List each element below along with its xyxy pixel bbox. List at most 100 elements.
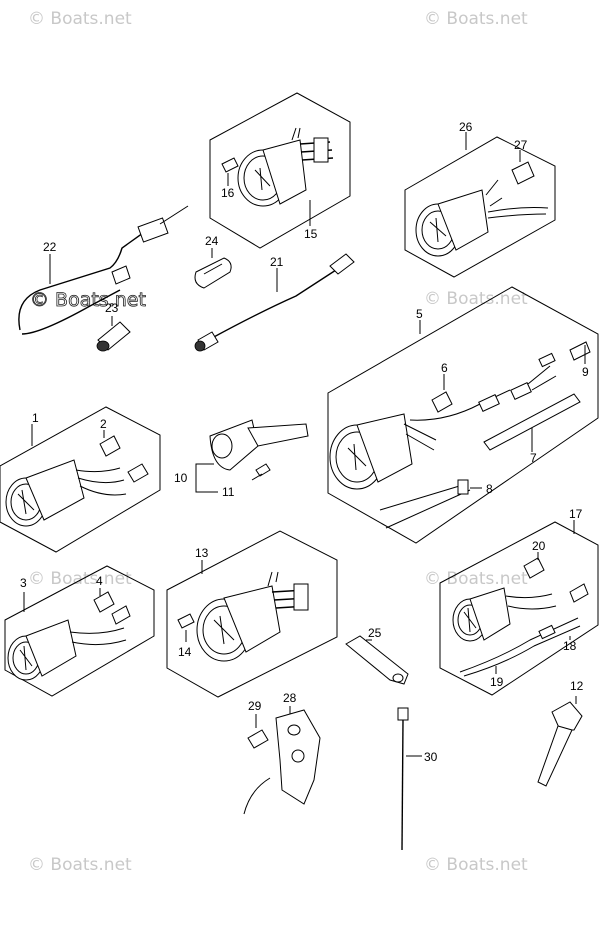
part-23-connector — [96, 316, 131, 352]
watermark: © Boats.net — [424, 569, 528, 589]
part-group-26 — [404, 132, 556, 278]
part-22-cable — [18, 205, 189, 335]
callout-21: 21 — [270, 255, 284, 269]
grommet — [194, 257, 232, 289]
connector-end — [96, 340, 110, 352]
bulb-icon — [177, 613, 195, 629]
strap-hole — [392, 673, 404, 683]
gauge-needle — [429, 217, 447, 243]
callout-13: 13 — [195, 546, 209, 560]
bulb-icon — [431, 391, 453, 413]
group-outline — [209, 92, 351, 249]
gauge-body — [25, 619, 77, 677]
watermark: © Boats.net — [424, 855, 528, 875]
watermark: © Boats.net — [28, 569, 132, 589]
gauge-needle — [254, 167, 271, 191]
part-group-17 — [439, 520, 599, 696]
connector-block — [293, 583, 309, 611]
cable-tie — [379, 483, 467, 511]
connector-plug — [569, 583, 589, 603]
callout-23: 23 — [105, 301, 119, 315]
bracket-wire — [243, 777, 271, 815]
connector-plug — [111, 265, 131, 285]
bulb-icon — [99, 435, 121, 457]
gauge-body — [262, 139, 307, 205]
watermark: © Boats.net — [28, 9, 132, 29]
callout-17: 17 — [569, 507, 583, 521]
gauge-needle — [17, 489, 35, 515]
part-group-3 — [4, 565, 155, 697]
screw-icon — [255, 463, 271, 477]
connector-block — [538, 352, 556, 368]
watermark: © Boats.net — [424, 9, 528, 29]
harness-wire — [18, 227, 151, 331]
grommet-slot — [203, 263, 223, 275]
part-group-13 — [166, 530, 338, 698]
callout-27: 27 — [514, 138, 528, 152]
gauge-needle — [463, 607, 477, 633]
callout-19: 19 — [490, 675, 504, 689]
gauge-body — [223, 585, 281, 653]
bracket-hole — [291, 749, 305, 763]
extension-wire — [211, 269, 337, 339]
screw-icon — [247, 729, 269, 749]
gauge-body — [25, 459, 85, 521]
gauge-studs — [291, 127, 301, 141]
gauge-body — [437, 189, 489, 251]
part-group-5 — [327, 286, 599, 544]
gauge-studs — [485, 179, 503, 207]
callout-1: 1 — [32, 411, 39, 425]
watermark: © Boats.net — [424, 289, 528, 309]
gauge-wires — [75, 467, 127, 496]
gauge-needle — [213, 615, 235, 645]
gauge-wires — [505, 593, 557, 610]
gauge-wires — [487, 207, 549, 219]
connector-block — [478, 394, 500, 412]
harness-wire — [527, 365, 557, 391]
group-outline — [4, 565, 155, 697]
connector-block — [510, 382, 532, 400]
part-28-bracket — [243, 706, 321, 815]
harness-wire — [463, 625, 581, 677]
callout-22: 22 — [43, 240, 57, 254]
gauge-body — [469, 587, 511, 641]
gauge-body — [356, 413, 413, 483]
callout-30: 30 — [424, 750, 438, 764]
cable-tie-head — [457, 479, 469, 495]
gauge-needle — [347, 443, 367, 471]
callout-2: 2 — [100, 417, 107, 431]
connector-plug — [569, 341, 591, 361]
callout-3: 3 — [20, 576, 27, 590]
group-outline — [0, 406, 161, 553]
callout-25: 25 — [368, 626, 382, 640]
gauge-studs — [267, 571, 279, 587]
gauge-needle — [19, 645, 33, 671]
callout-16: 16 — [221, 186, 235, 200]
connector-end — [194, 340, 206, 352]
cable-tie-head — [397, 707, 409, 721]
callout-10: 10 — [174, 471, 188, 485]
group-outline — [404, 136, 556, 278]
lever-arm — [537, 725, 573, 787]
callout-28: 28 — [283, 691, 297, 705]
watermark: © Boats.net — [28, 855, 132, 875]
leader-bracket — [195, 463, 214, 480]
part-30-cable-tie — [397, 707, 422, 851]
bulb-icon — [523, 557, 545, 579]
callout-5: 5 — [416, 307, 423, 321]
connector-block — [538, 624, 556, 640]
callout-14: 14 — [178, 645, 192, 659]
part-25-bracket — [345, 635, 409, 685]
part-group-1 — [0, 406, 161, 553]
watermark-strong: © Boats.net — [30, 289, 146, 311]
connector-plug — [127, 463, 149, 483]
callout-6: 6 — [441, 361, 448, 375]
callout-11: 11 — [222, 485, 235, 499]
part-12-lever — [537, 696, 583, 787]
callout-26: 26 — [459, 120, 473, 134]
connector-block — [313, 137, 329, 163]
bulb-icon — [221, 157, 239, 173]
connector-plug — [329, 253, 355, 275]
bulb-icon — [93, 591, 115, 613]
